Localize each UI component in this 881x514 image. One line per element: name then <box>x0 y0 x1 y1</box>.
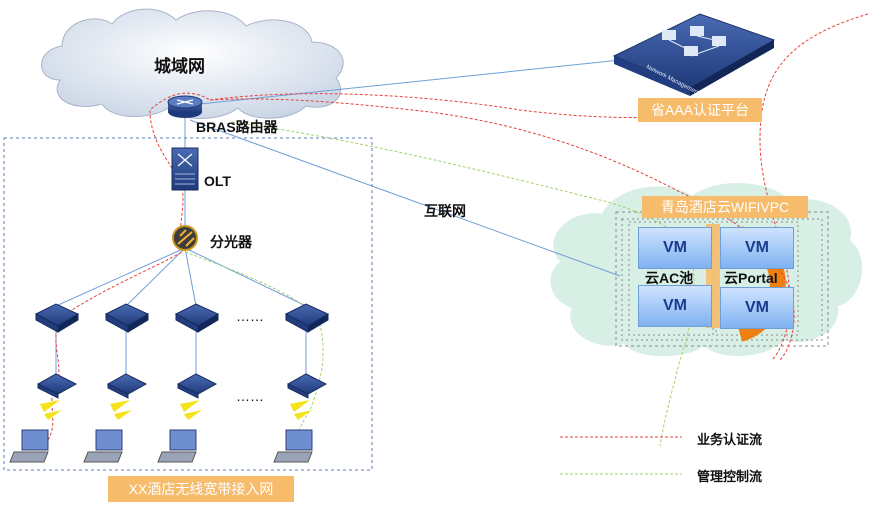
vm-box: VM <box>720 287 794 329</box>
access-point-icon <box>176 373 218 399</box>
access-point-icon <box>106 373 148 399</box>
ac-pool-label: 云AC池 <box>645 270 694 286</box>
links <box>55 57 641 374</box>
laptop-icon <box>9 429 49 463</box>
switch-icon <box>34 303 80 333</box>
bras-label: BRAS路由器 <box>196 119 278 135</box>
cloud-portal-label: 云Portal <box>724 270 778 286</box>
laptop-icons <box>9 429 313 463</box>
aaa-platform-box: 省AAA认证平台 <box>638 98 762 122</box>
internet-label: 互联网 <box>424 203 466 219</box>
switch-icon <box>104 303 150 333</box>
splitter-icon <box>172 225 198 251</box>
switch-icon <box>284 303 330 333</box>
nms-device-icon: Network Management <box>612 13 776 97</box>
switch-ellipsis: …… <box>236 308 264 324</box>
vpc-region <box>615 211 829 347</box>
splitter-label: 分光器 <box>210 234 252 250</box>
metro-network-label: 城域网 <box>154 57 205 76</box>
ap-icons <box>36 373 328 399</box>
metro-cloud <box>41 8 344 119</box>
vpc-title-box: 青岛酒店云WIFIVPC <box>642 196 808 218</box>
laptop-icon <box>157 429 197 463</box>
vm-box: VM <box>638 285 712 327</box>
wifi-signal-icon <box>40 400 62 420</box>
ap-ellipsis: …… <box>236 388 264 404</box>
wifi-signal-icon <box>180 400 202 420</box>
bras-router-icon <box>167 95 203 118</box>
laptop-icon <box>83 429 123 463</box>
wifi-signal-icons <box>40 400 312 420</box>
olt-label: OLT <box>204 173 231 189</box>
wifi-signal-icon <box>110 400 132 420</box>
hotel-access-box: XX酒店无线宽带接入网 <box>108 476 294 502</box>
hotel-access-region <box>3 137 373 471</box>
access-point-icon <box>286 373 328 399</box>
olt-icon <box>171 147 199 191</box>
legend-mgmt-label: 管理控制流 <box>697 469 763 484</box>
legend-auth-label: 业务认证流 <box>697 432 763 447</box>
switch-icon <box>174 303 220 333</box>
vm-box: VM <box>720 227 794 269</box>
vpc-inner-region <box>621 218 823 341</box>
vm-box: VM <box>638 227 712 269</box>
wifi-signal-icon <box>290 400 312 420</box>
access-point-icon <box>36 373 78 399</box>
switch-icons <box>34 303 330 333</box>
laptop-icon <box>273 429 313 463</box>
